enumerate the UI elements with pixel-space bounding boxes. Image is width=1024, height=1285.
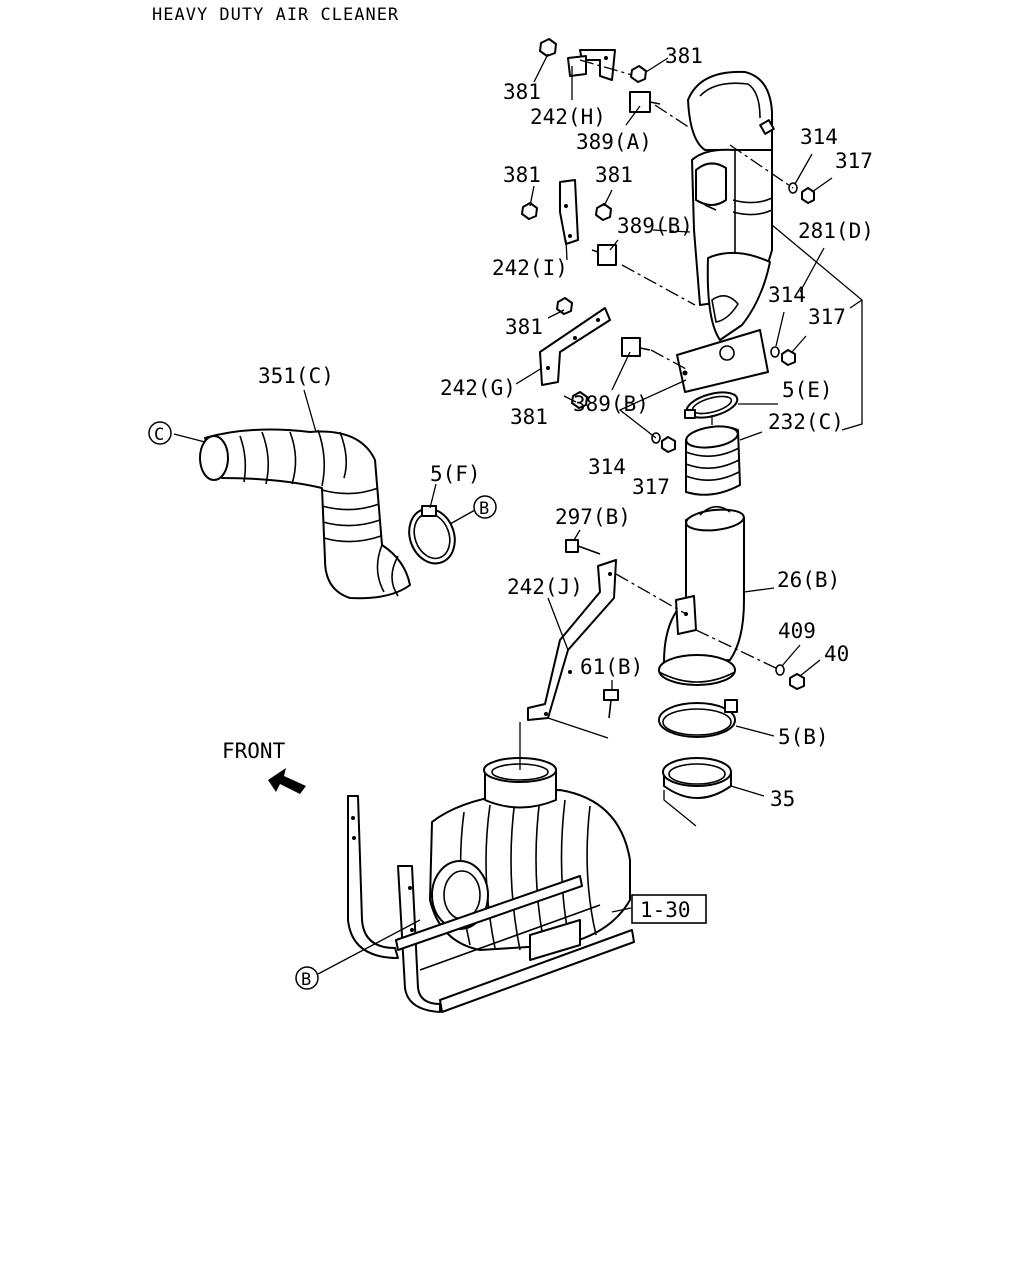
front-indicator: FRONT xyxy=(222,739,306,794)
callout-317: 317 xyxy=(632,475,670,499)
callout-317: 317 xyxy=(835,149,873,173)
callout-389a: 389(A) xyxy=(576,130,652,154)
callout-232c: 232(C) xyxy=(768,410,844,434)
callout-61b: 61(B) xyxy=(580,655,643,679)
callout-242i: 242(I) xyxy=(492,256,568,280)
bracket-242g xyxy=(539,307,611,386)
callout-242j: 242(J) xyxy=(507,575,583,599)
callout-242g: 242(G) xyxy=(440,376,516,400)
bolt-61b xyxy=(603,689,619,719)
callout-381: 381 xyxy=(503,163,541,187)
reference-box: 1-30 xyxy=(631,894,707,924)
callout-351c: 351(C) xyxy=(258,364,334,388)
callout-381: 381 xyxy=(595,163,633,187)
reference-box-label: 1-30 xyxy=(640,898,691,922)
callout-314: 314 xyxy=(768,283,806,307)
callout-381: 381 xyxy=(665,44,703,68)
callout-5b: 5(B) xyxy=(778,725,829,749)
intake-snorkel xyxy=(676,70,775,393)
bolt-297b xyxy=(565,539,601,555)
callout-297b: 297(B) xyxy=(555,505,631,529)
bracket-242i xyxy=(559,179,579,245)
callout-26b: 26(B) xyxy=(777,568,840,592)
marker-b-bracket: B xyxy=(301,970,311,990)
callout-409: 409 xyxy=(778,619,816,643)
clamp-5f xyxy=(408,505,456,565)
marker-c: C xyxy=(154,425,164,445)
callout-5e: 5(E) xyxy=(782,378,833,402)
nuts-and-washers xyxy=(521,38,815,690)
callout-labels: 381 381 242(H) 389(A) 314 317 381 381 38… xyxy=(258,44,874,811)
callout-381: 381 xyxy=(505,315,543,339)
bracket-242h xyxy=(567,49,616,81)
callout-242h: 242(H) xyxy=(530,105,606,129)
rubber-mounts-389 xyxy=(591,91,661,357)
callout-381: 381 xyxy=(510,405,548,429)
front-arrow-icon xyxy=(268,768,306,794)
bracket-242j xyxy=(527,559,617,721)
callout-317: 317 xyxy=(808,305,846,329)
callout-314: 314 xyxy=(800,125,838,149)
callout-389b: 389(B) xyxy=(573,392,649,416)
callout-389b: 389(B) xyxy=(617,214,693,238)
diagram-title: HEAVY DUTY AIR CLEANER xyxy=(152,5,399,25)
circle-markers: C B B xyxy=(148,421,497,990)
callout-35: 35 xyxy=(770,787,795,811)
callout-281d: 281(D) xyxy=(798,219,874,243)
rubber-boot-232c xyxy=(685,425,741,496)
hose-351c xyxy=(199,428,411,600)
assembly-lines xyxy=(519,59,794,827)
clamp-5b xyxy=(658,699,738,738)
callout-381: 381 xyxy=(503,80,541,104)
callout-5f: 5(F) xyxy=(430,462,481,486)
front-label: FRONT xyxy=(222,739,286,763)
ring-35 xyxy=(662,757,732,799)
pipe-26b xyxy=(658,505,745,686)
marker-b-clamp: B xyxy=(479,499,489,519)
callout-40: 40 xyxy=(824,642,849,666)
clamp-5e xyxy=(684,391,739,419)
leader-lines xyxy=(173,53,863,975)
callout-314: 314 xyxy=(588,455,626,479)
mounting-frame xyxy=(347,795,635,1013)
